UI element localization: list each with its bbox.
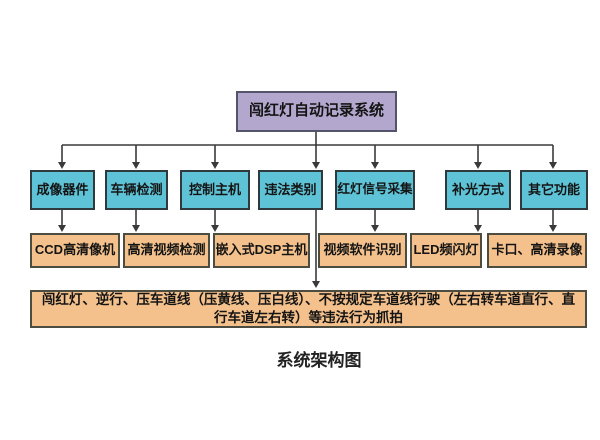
node-ccd-hd-camera: CCD高清像机 [30,233,120,268]
node-led-strobe-light: LED频闪灯 [410,233,482,268]
node-embedded-dsp-host: 嵌入式DSP主机 [213,233,310,268]
node-fill-light-mode: 补光方式 [445,170,511,210]
node-vehicle-detection: 车辆检测 [105,170,168,210]
node-imaging-device: 成像器件 [30,170,95,210]
node-violation-type: 违法类别 [258,170,323,210]
node-system-root: 闯红灯自动记录系统 [236,91,397,132]
node-violation-behaviors: 闯红灯、逆行、压车道线（压黄线、压白线）、不按规定车道线行驶（左右转车道直行、直… [30,290,587,328]
node-hd-video-detection: 高清视频检测 [123,233,210,268]
node-video-software-recognition: 视频软件识别 [318,233,407,268]
node-checkpoint-hd-recording: 卡口、高清录像 [487,233,587,268]
node-other-functions: 其它功能 [520,170,588,210]
node-redlight-signal-capture: 红灯信号采集 [335,170,415,210]
diagram-caption: 系统架构图 [276,351,362,370]
node-control-host: 控制主机 [180,170,250,210]
